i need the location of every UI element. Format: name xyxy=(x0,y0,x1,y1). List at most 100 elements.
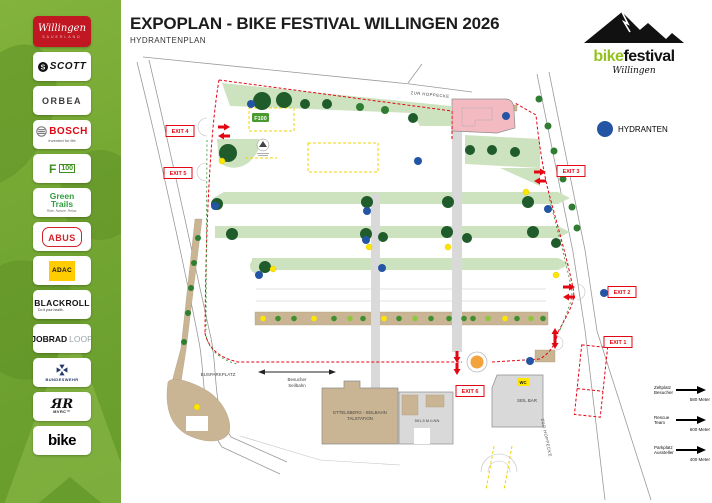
tree-dot xyxy=(259,261,271,273)
tree-dot xyxy=(191,260,197,266)
yellow-marker-dot xyxy=(193,403,201,411)
tree-dot xyxy=(441,226,453,238)
bundeswehr-logo: BUNDESWEHR xyxy=(45,376,79,382)
tree-dot xyxy=(559,175,567,183)
hydrant-dot xyxy=(526,357,534,365)
yellow-marker-dot xyxy=(552,271,560,279)
bike-festival-wordmark: bikefestival xyxy=(593,48,675,65)
busparkplatz-label: BUSPARKPLATZ xyxy=(201,372,236,377)
tree-dot xyxy=(551,238,561,248)
stand-dot xyxy=(331,315,337,322)
sponsor-card-scott: S SCOTT xyxy=(33,52,91,81)
tree-dot xyxy=(522,196,534,208)
mvrc-monogram: ЯR xyxy=(50,397,74,412)
hydrant-dot xyxy=(211,202,219,210)
stand-dot xyxy=(528,315,534,322)
sponsor-card-adac: ADAC xyxy=(33,256,91,285)
stand-dot xyxy=(540,315,546,322)
exit-label-exit-4: EXIT 4 xyxy=(165,125,195,137)
stand-dot xyxy=(311,315,317,322)
stand-dot xyxy=(381,315,387,322)
tree-dot xyxy=(276,92,292,108)
tree-dot xyxy=(360,228,372,240)
hydrant-dot xyxy=(414,157,422,165)
exit-label-exit-3: EXIT 3 xyxy=(556,165,586,177)
hydrant-dots xyxy=(211,100,608,365)
yellow-dashed-zones xyxy=(245,107,513,491)
arcs xyxy=(196,117,586,473)
bike-magazine-logo: bike xyxy=(47,432,77,449)
svg-text:EXIT 1: EXIT 1 xyxy=(610,340,627,346)
exit-labels: EXIT 1 EXIT 2 EXIT 3 EXIT 4 EXIT 5 EXIT 6 xyxy=(163,125,637,397)
hydrant-dot xyxy=(363,207,371,215)
direction-arrow-icon xyxy=(551,337,559,349)
sponsor-card-bosch: BOSCH Invented for life xyxy=(33,120,91,149)
sponsor-cards: Willingen SAUERLAND S SCOTT ORBEA xyxy=(33,16,91,455)
arrow-right-icon xyxy=(676,386,706,394)
stand-dot xyxy=(428,315,434,322)
sponsor-card-green-trails: Green Trails Ride. Nature. Relax. xyxy=(33,188,91,217)
direction-arrow-icon xyxy=(218,123,230,131)
walkways xyxy=(371,108,462,390)
stand-dot xyxy=(502,315,508,322)
bosch-armature-icon xyxy=(36,126,47,137)
tree-dot xyxy=(465,145,475,155)
tree-dot xyxy=(462,233,472,243)
arrow-right-icon xyxy=(676,446,706,454)
yellow-marker-dot xyxy=(218,157,226,165)
tree-dot xyxy=(219,144,237,162)
exit-label-exit-1: EXIT 1 xyxy=(603,336,633,348)
tree-dot xyxy=(322,99,332,109)
sponsor-card-abus: ABUS xyxy=(33,222,91,251)
stand-dot xyxy=(396,315,402,322)
willingen-logo: Willingen xyxy=(37,23,87,34)
tree-dot xyxy=(510,147,520,157)
direction-arrow-icon xyxy=(563,293,575,301)
marker-rescue: Rescue Team 600 Meter xyxy=(654,415,710,432)
seil-bar-label: SEIL BAR xyxy=(517,398,538,403)
wc-badge xyxy=(517,378,529,386)
busparkplatz-area xyxy=(166,379,231,442)
yellow-marker-dot xyxy=(444,243,452,251)
direction-arrow-icon xyxy=(563,283,575,291)
tree-dot xyxy=(487,145,497,155)
hydrant-legend-icon xyxy=(597,121,613,137)
pink-building xyxy=(451,98,516,134)
exit-label-exit-6: EXIT 6 xyxy=(455,385,485,397)
yellow-marker-dot xyxy=(522,188,530,196)
sponsor-card-blackroll: BLACKROLL Do it your health. xyxy=(33,290,91,319)
stand-dot xyxy=(470,315,476,322)
svg-text:EXIT 6: EXIT 6 xyxy=(462,389,479,395)
direction-arrow-icon xyxy=(551,328,559,340)
stand-dot xyxy=(360,315,366,322)
seilbahn-label: Seilbahn xyxy=(288,383,306,388)
trees-layer xyxy=(181,92,581,345)
sponsor-sidebar: Willingen SAUERLAND S SCOTT ORBEA xyxy=(0,0,121,503)
direction-arrow-icon xyxy=(453,351,461,363)
exit-label-exit-5: EXIT 5 xyxy=(163,167,193,179)
tree-dot xyxy=(442,196,454,208)
exit-label-exit-2: EXIT 2 xyxy=(607,286,637,298)
stand-dot xyxy=(260,315,266,322)
tree-dot xyxy=(544,122,552,130)
yellow-marker-dot xyxy=(365,243,373,251)
tree-dot xyxy=(381,106,389,114)
marker-parkplatz: Parkplatz Aussteller 400 Meter xyxy=(654,445,710,462)
f100-logo: F xyxy=(48,161,57,176)
sponsor-card-f100: F 100 xyxy=(33,154,91,183)
direction-arrow-icon xyxy=(453,363,461,375)
svg-text:F100: F100 xyxy=(254,116,267,122)
sponsor-card-bike: bike xyxy=(33,426,91,455)
tree-dot xyxy=(181,339,187,345)
talstation-label-1: ETTELSBERG - SEILBAHN xyxy=(333,410,387,415)
map-badge-logo xyxy=(256,138,270,156)
tree-dot xyxy=(568,203,576,211)
bike-festival-brand: bikefestival Willingen xyxy=(578,8,690,76)
brand-location: Willingen xyxy=(612,66,656,76)
talstation-building xyxy=(321,380,399,445)
distance-markers: Zeltplatz Besucher 580 Meter Rescue Team… xyxy=(654,385,710,475)
svg-text:EXIT 5: EXIT 5 xyxy=(170,171,187,177)
sponsor-card-mvrc: ЯR MVRC™ xyxy=(33,392,91,421)
